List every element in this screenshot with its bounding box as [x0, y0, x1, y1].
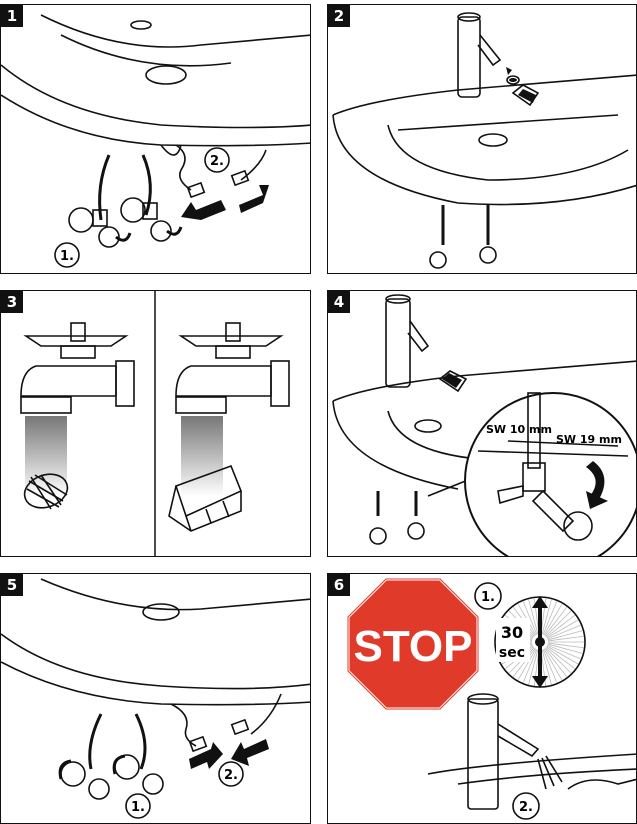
step-label: 2.	[519, 800, 533, 815]
panel-step-5: 5 2. 1.	[0, 573, 311, 824]
panel-step-6: 6 STOP 30 sec 1. 2.	[327, 573, 637, 824]
panel-step-3: 3	[0, 290, 311, 557]
step-4-illustration: SW 10 mm SW 19 mm	[328, 291, 637, 557]
panel-step-2: 2	[327, 4, 637, 274]
step-number-badge: 6	[328, 574, 350, 596]
timer-icon: 30 sec	[495, 596, 585, 688]
step-1-illustration: 2. 1.	[1, 5, 311, 274]
step-number-badge: 1	[1, 5, 23, 27]
step-label: 1.	[481, 590, 495, 605]
step-3-illustration	[1, 291, 311, 557]
step-label: 1.	[131, 800, 145, 815]
step-number-badge: 3	[1, 291, 23, 313]
wrench-size-label: SW 10 mm	[486, 423, 552, 436]
panel-step-4: 4 SW 10 mm	[327, 290, 637, 557]
panel-step-1: 1 2. 1.	[0, 4, 311, 274]
wrench-size-label: SW 19 mm	[556, 433, 622, 446]
step-5-illustration: 2. 1.	[1, 574, 311, 824]
step-number-badge: 2	[328, 5, 350, 27]
step-2-illustration	[328, 5, 637, 274]
step-label: 2.	[224, 768, 238, 783]
step-label: 1.	[60, 249, 74, 264]
step-number-badge: 5	[1, 574, 23, 596]
stop-sign-text: STOP	[353, 622, 472, 671]
step-label: 2.	[210, 154, 224, 169]
timer-value: 30	[501, 623, 523, 642]
timer-unit: sec	[499, 645, 525, 661]
step-number-badge: 4	[328, 291, 350, 313]
step-6-illustration: STOP 30 sec 1. 2.	[328, 574, 637, 824]
